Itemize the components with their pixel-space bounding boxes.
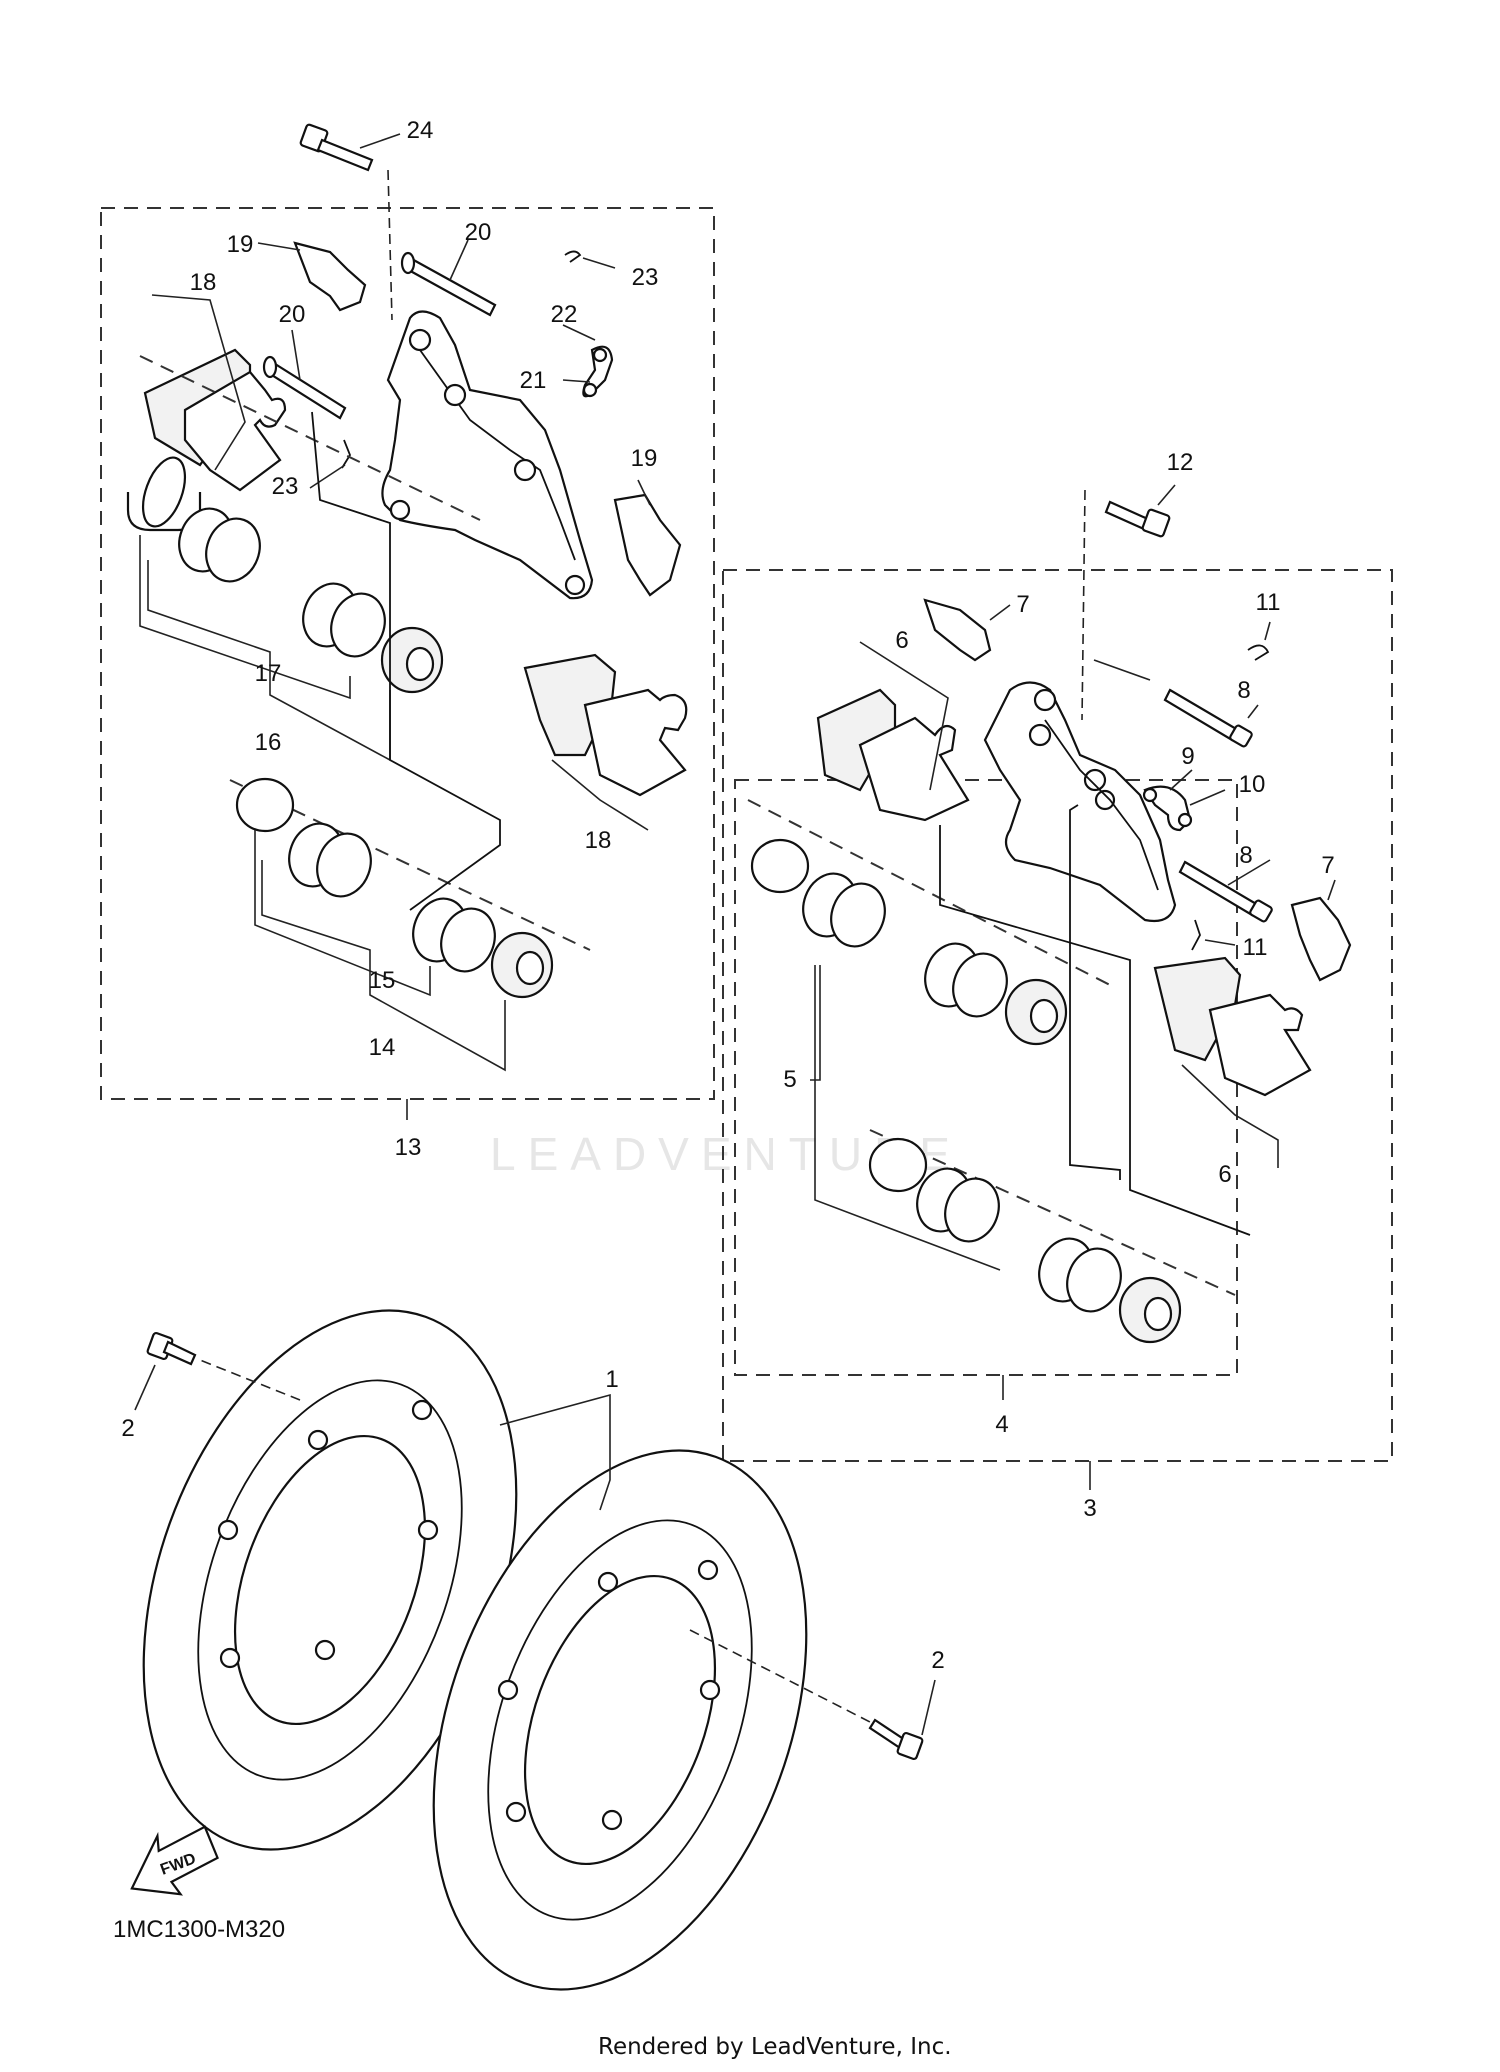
left-caliper-body [381, 310, 594, 600]
footer-credit: Rendered by LeadVenture, Inc. [598, 2034, 952, 2060]
bolt-2-lower [689, 1629, 936, 1761]
pad-plate-19-right [613, 479, 682, 597]
brake-disc-lower [432, 1449, 808, 1991]
right-caliper-body [983, 681, 1177, 923]
callout-18b: 18 [585, 827, 612, 854]
brake-disc-upper [142, 1309, 518, 1851]
clip-23-lower [341, 439, 352, 469]
callout-15: 15 [369, 967, 396, 994]
callout-24: 24 [407, 117, 434, 144]
pad-plate-7-upper [923, 598, 1011, 662]
callout-12: 12 [1167, 449, 1194, 476]
callout-16: 16 [255, 729, 282, 756]
left-pad-set-lower [523, 653, 688, 831]
callout-labels: 24 20 23 19 18 20 22 21 23 19 17 16 18 1… [121, 117, 1334, 1674]
callout-2b: 2 [931, 1647, 944, 1674]
callout-17: 17 [255, 660, 282, 687]
callout-21: 21 [520, 367, 547, 394]
callout-3: 3 [1083, 1495, 1096, 1522]
callout-7a: 7 [1016, 591, 1029, 618]
spring-clip-9-10 [1142, 769, 1226, 832]
callout-4: 4 [995, 1411, 1008, 1438]
right-pad-set-upper [816, 641, 970, 822]
callout-10: 10 [1239, 771, 1266, 798]
callout-1: 1 [605, 1366, 618, 1393]
callout-6a: 6 [895, 627, 908, 654]
right-caliper-group [722, 484, 1393, 1490]
callout-23b: 23 [272, 473, 299, 500]
piston-set-lower [229, 777, 591, 1072]
bolt-2-upper [134, 1331, 301, 1411]
clip-11-lower [1191, 919, 1201, 951]
pin-8-lower [1178, 859, 1273, 923]
pad-plate-7-right [1290, 879, 1352, 982]
callout-8a: 8 [1237, 677, 1250, 704]
callout-18a: 18 [190, 269, 217, 296]
group-3-box [722, 569, 1393, 1462]
spring-clip-21-22 [562, 324, 614, 398]
callout-9: 9 [1181, 743, 1194, 770]
group-4-box [734, 779, 1238, 1376]
callout-20b: 20 [279, 301, 306, 328]
callout-20a: 20 [465, 219, 492, 246]
callout-14: 14 [369, 1034, 396, 1061]
callout-6b: 6 [1218, 1161, 1231, 1188]
piston-set-right-lower [868, 1129, 1236, 1344]
bolt-24 [299, 123, 401, 321]
callout-19b: 19 [631, 445, 658, 472]
callout-11a: 11 [1256, 589, 1281, 616]
callout-13: 13 [395, 1134, 422, 1161]
group-13-box [100, 207, 715, 1100]
piston-set-right-upper [747, 799, 1111, 1271]
pin-8-upper [1093, 659, 1259, 748]
pad-plate-19-upper [257, 241, 367, 312]
callout-19a: 19 [227, 231, 254, 258]
diagram-code: 1MC1300-M320 [113, 1916, 285, 1943]
callout-22: 22 [551, 301, 578, 328]
pin-20-left [262, 329, 347, 420]
callout-2a: 2 [121, 1415, 134, 1442]
piston-set-upper [126, 355, 481, 762]
leader-1 [499, 1393, 611, 1511]
callout-7b: 7 [1321, 852, 1334, 879]
clip-11-upper [1247, 644, 1270, 661]
bolt-12 [1081, 484, 1176, 721]
right-pad-set-lower [1153, 956, 1312, 1168]
fwd-arrow-icon: FWD [130, 1825, 219, 1896]
callout-23a: 23 [632, 264, 659, 291]
clip-23-upper [564, 250, 582, 263]
pin-20-upper [400, 239, 497, 317]
callout-11b: 11 [1243, 934, 1268, 961]
callout-8b: 8 [1239, 842, 1252, 869]
left-caliper-group [100, 123, 715, 1120]
callout-5: 5 [783, 1066, 796, 1093]
left-pad-set-upper [143, 294, 287, 492]
